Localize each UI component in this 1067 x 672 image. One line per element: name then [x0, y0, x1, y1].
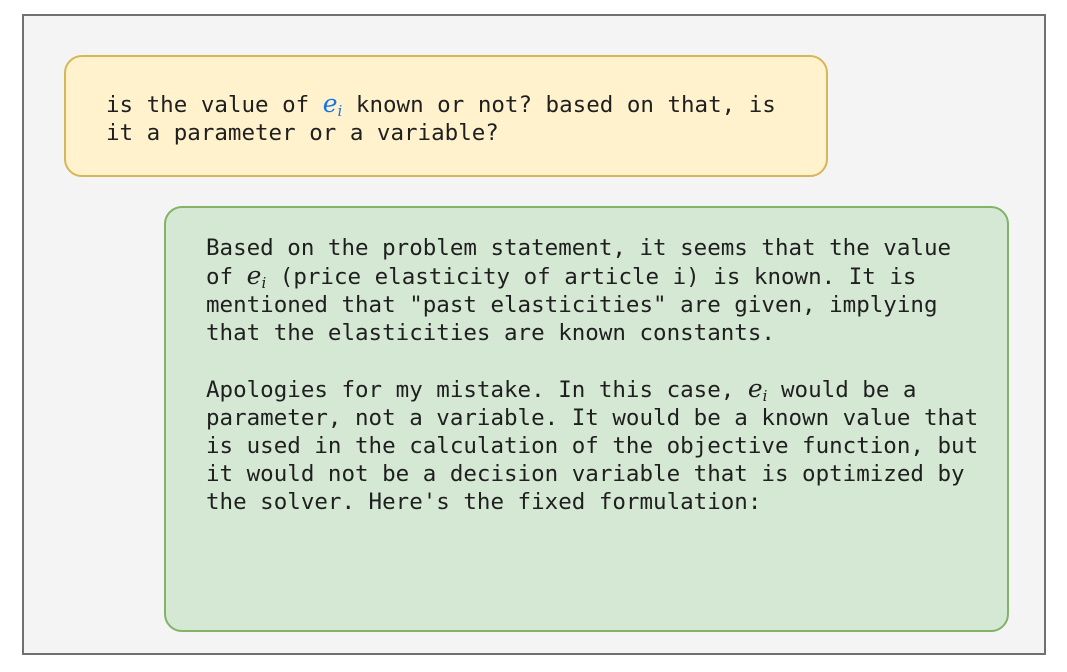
user-message-text: is the value of ei known or not? based o…	[106, 90, 806, 147]
assistant-p1-text-after: (price elasticity of article i) is known…	[206, 264, 938, 346]
assistant-paragraph-2: Apologies for my mistake. In this case, …	[206, 375, 987, 516]
user-text-before: is the value of	[106, 92, 310, 118]
math-symbol-e-i: ei	[322, 89, 343, 120]
assistant-message-bubble: Based on the problem statement, it seems…	[164, 206, 1009, 632]
assistant-paragraph-1: Based on the problem statement, it seems…	[206, 234, 987, 347]
math-symbol-e-i: ei	[246, 261, 267, 292]
math-symbol-e-i: ei	[747, 374, 768, 405]
user-text-after: known or not? based on that, is it a par…	[106, 92, 776, 146]
assistant-p2-text-after: would be a parameter, not a variable. It…	[206, 377, 979, 515]
assistant-p1-text-before: Based on the problem statement, it seems…	[206, 235, 952, 290]
user-message-bubble: is the value of ei known or not? based o…	[64, 55, 828, 177]
assistant-p2-text-before: Apologies for my mistake. In this case,	[206, 377, 735, 403]
chat-frame: is the value of ei known or not? based o…	[22, 14, 1046, 655]
